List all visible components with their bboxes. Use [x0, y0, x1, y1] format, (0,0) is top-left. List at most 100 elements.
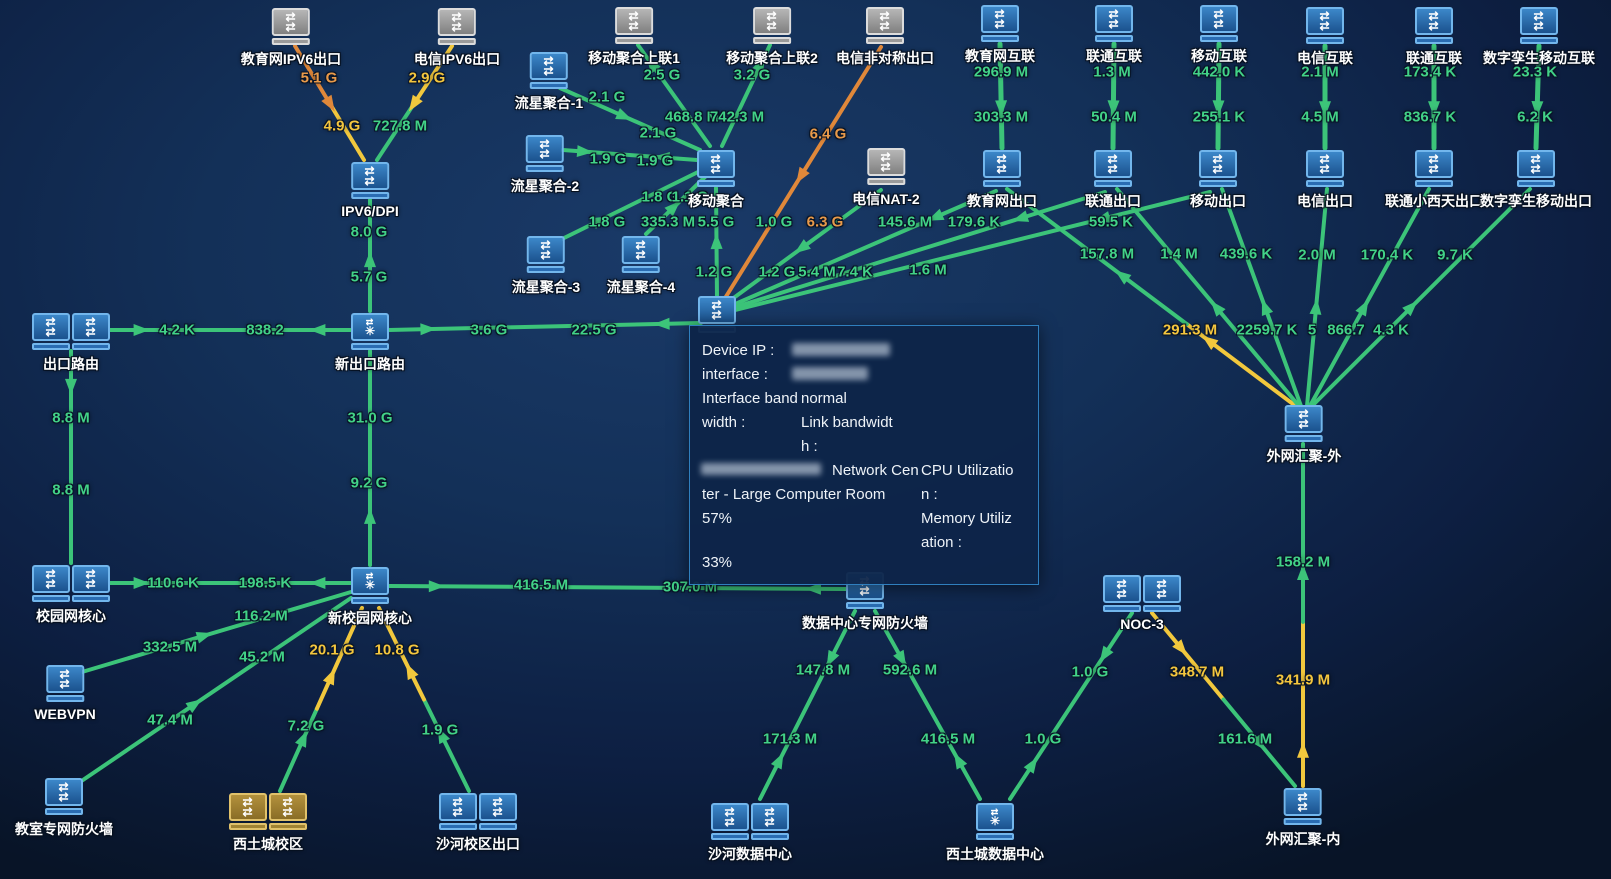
node-流星聚合-2[interactable]: ⇄⇄流星聚合-2	[511, 135, 579, 196]
edge-traffic-label: 1.9 G	[636, 152, 674, 170]
switch-icon: ⇄⇄	[752, 7, 791, 44]
node-NOC-3[interactable]: ⇄⇄⇄⇄NOC-3	[1103, 575, 1181, 632]
node-label: 流星聚合-3	[511, 279, 581, 295]
node-流星聚合-1[interactable]: ⇄⇄流星聚合-1	[515, 52, 583, 113]
node-教育网出口[interactable]: ⇄⇄教育网出口	[967, 150, 1037, 211]
edge-traffic-label: 5.7 G	[350, 268, 388, 286]
edge-traffic-label: 5.1 G	[300, 69, 338, 87]
node-沙河校区出口[interactable]: ⇄⇄⇄⇄沙河校区出口	[436, 793, 520, 854]
edge-traffic-label: 50.4 M	[1091, 108, 1137, 126]
edge-traffic-label: 416.5 M	[920, 730, 976, 748]
node-流星聚合-3[interactable]: ⇄⇄流星聚合-3	[512, 236, 580, 297]
edge-traffic-label: 592.6 M	[882, 661, 938, 679]
edge-traffic-label: 8.8 M	[52, 481, 90, 499]
edge-traffic-label: 6.4 G	[809, 125, 847, 143]
node-label: 联通小西天出口	[1385, 193, 1483, 209]
node-移动聚合上联1[interactable]: ⇄⇄移动聚合上联1	[588, 7, 680, 68]
node-流星聚合-4[interactable]: ⇄⇄流星聚合-4	[607, 236, 675, 297]
node-电信NAT-2[interactable]: ⇄⇄ 电信NAT-2	[852, 148, 920, 209]
node-沙河数据中心[interactable]: ⇄⇄⇄⇄沙河数据中心	[708, 803, 792, 864]
switch-icon: ⇄⇄	[1520, 7, 1558, 44]
node-联通互联[interactable]: ⇄⇄联通互联	[1406, 7, 1462, 68]
node-WEBVPN[interactable]: ⇄⇄WEBVPN	[34, 665, 96, 722]
tooltip-line: ter - Large Computer Room	[702, 486, 886, 503]
edge-traffic-label: 1.9 G	[589, 150, 627, 168]
switch-icon: ⇄⇄	[621, 236, 660, 273]
edge-traffic-label: 2.1 G	[639, 124, 677, 142]
edge-traffic-label: 442.0 K	[1192, 63, 1246, 81]
switch-icon: ⇄⇄	[866, 7, 904, 44]
switch-icon: ⇄⇄	[1094, 150, 1132, 187]
node-联通出口[interactable]: ⇄⇄ 联通出口	[1085, 150, 1141, 211]
router-icon: ⇄✳	[976, 803, 1014, 840]
edge-traffic-label: 255.1 K	[1192, 108, 1246, 126]
tooltip-line: interface :	[702, 366, 768, 383]
switch-icon: ⇄⇄	[45, 778, 83, 815]
node-教育网IPV6出口[interactable]: ⇄⇄教育网IPV6出口	[241, 8, 341, 69]
edge-traffic-label: 1.4 M	[1160, 245, 1198, 263]
node-联通互联[interactable]: ⇄⇄联通互联	[1086, 5, 1142, 66]
node-电信IPV6出口[interactable]: ⇄⇄电信IPV6出口	[414, 8, 500, 69]
node-新出口路由[interactable]: ⇄✳新出口路由	[335, 313, 405, 374]
node-电信非对称出口[interactable]: ⇄⇄电信非对称出口	[836, 7, 934, 68]
node-电信出口[interactable]: ⇄⇄电信出口	[1297, 150, 1353, 211]
node-label: 电信互联	[1297, 50, 1353, 66]
node-移动互联[interactable]: ⇄⇄移动互联	[1191, 5, 1247, 66]
node-label: 数字孪生移动出口	[1480, 193, 1592, 209]
switch-icon: ⇄⇄	[866, 148, 905, 185]
edge-traffic-label: 4.3 K	[1373, 321, 1409, 339]
edge-traffic-label: 1.8 G	[588, 213, 626, 231]
node-电信互联[interactable]: ⇄⇄电信互联	[1297, 7, 1353, 68]
node-label: WEBVPN	[34, 706, 96, 722]
node-label: 移动出口	[1190, 193, 1246, 209]
switch-icon: ⇄⇄	[1284, 405, 1323, 442]
switch-icon: ⇄⇄	[529, 52, 568, 89]
node-数字孪生移动互联[interactable]: ⇄⇄ 数字孪生移动互联	[1483, 7, 1595, 68]
node-西土城校区[interactable]: ⇄⇄⇄⇄西土城校区	[229, 793, 307, 854]
node-label: 数字孪生移动互联	[1483, 50, 1595, 66]
edge-traffic-label: 3.6 G	[470, 321, 508, 339]
edge-traffic-label: 303.3 M	[973, 108, 1029, 126]
node-数字孪生移动出口[interactable]: ⇄⇄数字孪生移动出口	[1480, 150, 1592, 211]
node-西土城数据中心[interactable]: ⇄✳ 西土城数据中心	[946, 803, 1044, 864]
node-label: 外网汇聚-内	[1265, 831, 1341, 847]
edge-traffic-label: 836.7 K	[1403, 108, 1457, 126]
edge-traffic-label: 296.9 M	[973, 63, 1029, 81]
node-出口路由[interactable]: ⇄⇄⇄⇄出口路由	[32, 313, 110, 374]
node-联通小西天出口[interactable]: ⇄⇄ 联通小西天出口	[1385, 150, 1483, 211]
node-IPV6/DPI[interactable]: ⇄⇄IPV6/DPI	[341, 162, 399, 219]
node-新校园网核心[interactable]: ⇄✳新校园网核心	[328, 567, 412, 628]
node-label: 新出口路由	[335, 356, 405, 372]
node-外网汇聚-内[interactable]: ⇄⇄外网汇聚-内	[1265, 788, 1341, 849]
tooltip-line: h :	[801, 438, 818, 455]
node-教室专网防火墙[interactable]: ⇄⇄教室专网防火墙	[15, 778, 113, 839]
node-label: 电信NAT-2	[852, 191, 920, 207]
tooltip-line: 33%	[702, 554, 733, 571]
edge-traffic-label: 4.2 K	[159, 321, 195, 339]
tooltip-line: Interface band	[702, 390, 798, 407]
edge-traffic-label: 1.1 G	[671, 188, 709, 206]
node-label: IPV6/DPI	[341, 203, 399, 219]
switch-icon: ⇄⇄	[1200, 5, 1238, 42]
edge-traffic-label: 348.7 M	[1169, 663, 1225, 681]
switch-icon: ⇄⇄	[1415, 150, 1453, 187]
node-label: 联通互联	[1086, 48, 1142, 64]
node-教育网互联[interactable]: ⇄⇄ 教育网互联	[965, 5, 1035, 66]
node-label: 联通出口	[1085, 193, 1141, 209]
switch-icon: ⇄⇄	[981, 5, 1019, 42]
node-校园网核心[interactable]: ⇄⇄⇄⇄校园网核心	[32, 565, 110, 626]
edge-traffic-label: 1.8 G	[641, 188, 679, 206]
node-label: 西土城校区	[233, 836, 303, 852]
node-移动出口[interactable]: ⇄⇄移动出口	[1190, 150, 1246, 211]
edge-traffic-label: 416.5 M	[513, 576, 569, 594]
node-移动聚合上联2[interactable]: ⇄⇄移动聚合上联2	[726, 7, 818, 68]
edge-traffic-label: 468.8 M	[664, 108, 720, 126]
edge-traffic-label: 22.5 G	[571, 321, 617, 339]
node-外网汇聚-外[interactable]: ⇄⇄外网汇聚-外	[1267, 405, 1341, 466]
node-移动聚合[interactable]: ⇄⇄移动聚合	[688, 150, 744, 211]
edge-traffic-label: 1.2 G	[695, 263, 733, 281]
node-label: 教育网互联	[965, 48, 1035, 64]
edge-traffic-label: 5	[1307, 321, 1317, 339]
node-label: 西土城数据中心	[946, 846, 1044, 862]
